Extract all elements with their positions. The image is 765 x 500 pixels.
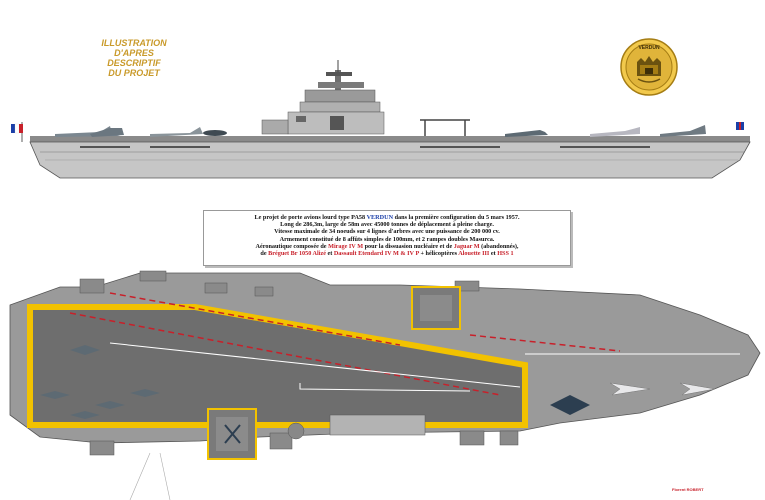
deck-elevator-1 (411, 286, 461, 330)
caption-line-2: Long de 286,3m, large de 58m avec 45000 … (280, 221, 494, 229)
angled-flight-deck (30, 307, 525, 425)
island-superstructure (261, 60, 385, 135)
deck-centerline (109, 342, 740, 392)
caption-line-4: Armement constitué de 8 affûts simples d… (279, 235, 495, 243)
flight-deck-edge (30, 136, 750, 142)
caption-text: Le projet de porte avions lourd type PA5… (254, 214, 367, 221)
ship-crest-emblem: VERDUN (620, 38, 678, 96)
caption-line-6: de Bréguet Br 1050 Alizé et Dassault Ete… (209, 250, 565, 257)
aircraft-name: Alouette III (458, 250, 490, 258)
caption-text: et (325, 250, 334, 258)
plan-aircraft-group (40, 345, 590, 419)
aircraft-name: Bréguet Br 1050 Alizé (268, 250, 326, 258)
jack-flag-icon (736, 122, 744, 130)
aircraft-name: Jaguar M (453, 242, 480, 250)
illustration-label-line1: ILLUSTRATION (101, 38, 167, 48)
caption-text: dans la première configuration du 5 mars… (393, 214, 520, 221)
hull-portholes (80, 146, 650, 148)
caption-text: Aéronautique composée de (255, 242, 329, 250)
aircraft-name: HSS 1 (497, 250, 514, 258)
caption-line-5: Aéronautique composée de Mirage IV M pou… (209, 243, 565, 250)
emblem-text: VERDUN (638, 45, 660, 51)
caption-text: (abandonnés), (479, 242, 519, 250)
illustration-label: ILLUSTRATION D'APRES DESCRIPTIF DU PROJE… (88, 38, 180, 78)
ship-deck-plan (9, 270, 761, 500)
deck-yellow-border (27, 304, 528, 428)
caption-line-1: Le projet de porte avions lourd type PA5… (209, 214, 565, 221)
sponsons (79, 270, 519, 456)
aircraft-name: Dassault Etendard IV M & IV P (333, 250, 419, 258)
caption-text: de (260, 250, 269, 258)
caption-text: pour la dissuasion nucléaire et de (363, 242, 454, 250)
deck-aircraft-group (55, 125, 706, 137)
caption-text: + hélicoptères (418, 250, 459, 258)
caption-line-3: Vitesse maximale de 34 noeuds sur 4 lign… (274, 228, 500, 236)
project-description-box: Le projet de porte avions lourd type PA5… (203, 210, 571, 266)
french-flag-icon (11, 122, 23, 142)
ship-side-profile (11, 60, 751, 179)
plan-jets-group (609, 382, 716, 396)
deck-red-markings (69, 292, 621, 396)
deck-crane (420, 119, 470, 138)
island-plan (287, 414, 426, 440)
aircraft-name: Mirage IV M (328, 242, 364, 250)
illustration-label-line2: D'APRES (114, 48, 154, 58)
illustration-label-line3: DESCRIPTIF (107, 58, 161, 68)
caption-text: et (489, 250, 498, 258)
stern-guide-lines (129, 452, 171, 500)
deck-elevator-2 (207, 408, 257, 460)
author-credit: Florent ROBERT (672, 487, 704, 492)
illustration-label-line4: DU PROJET (108, 68, 160, 78)
ship-name: VERDUN (366, 214, 394, 221)
